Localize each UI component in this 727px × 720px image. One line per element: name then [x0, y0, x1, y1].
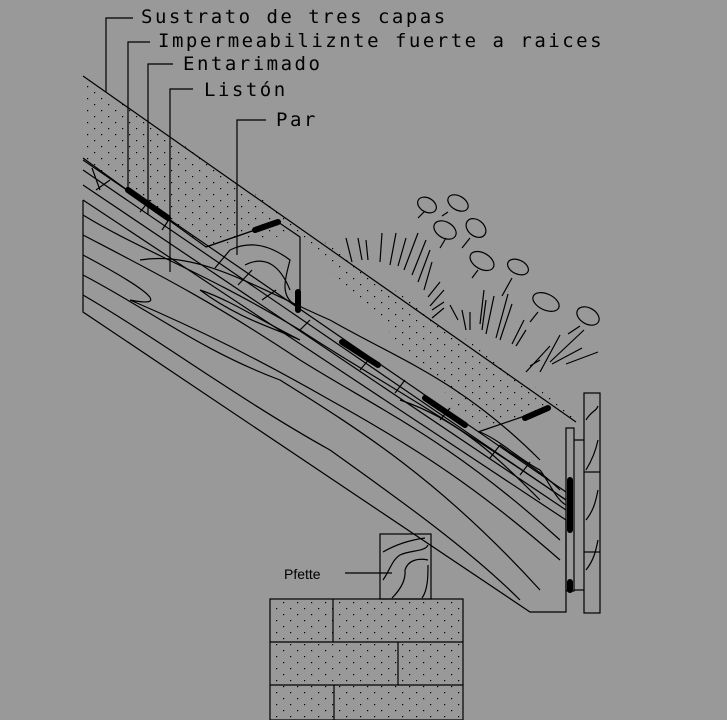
vegetation [345, 194, 600, 373]
masonry-wall [269, 598, 464, 720]
fascia-board [479, 392, 601, 614]
purlin-pfette [379, 533, 432, 600]
label-impermeabilizante: Impermeabiliznte fuerte a raices [158, 30, 605, 52]
label-entarimado: Entarimado [183, 53, 323, 75]
rafter-wood [82, 200, 567, 613]
label-par: Par [276, 109, 318, 131]
label-sustrato: Sustrato de tres capas [141, 6, 448, 28]
label-liston: Listón [204, 79, 288, 101]
label-pfette: Pfette [284, 566, 321, 582]
upper-rafter-cut [205, 221, 301, 312]
